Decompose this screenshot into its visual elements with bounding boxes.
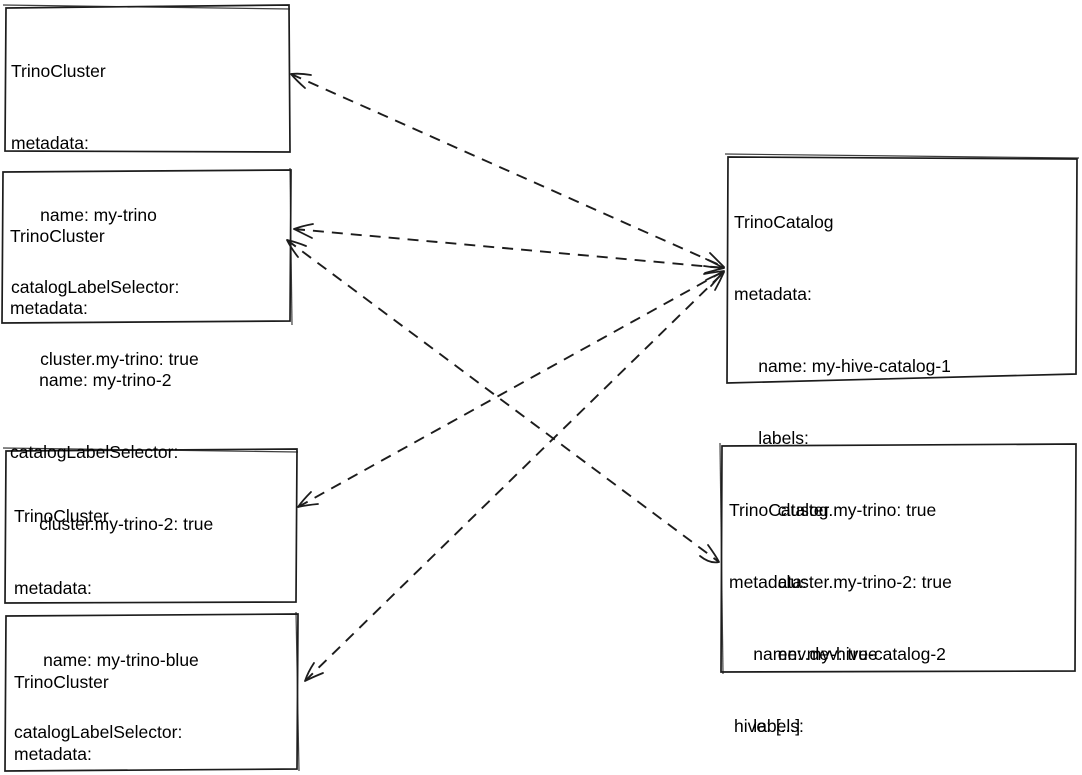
yaml-line: name: my-hive-catalog-1 xyxy=(734,356,951,376)
box-border-trino-catalog-my-hive-catalog-1 xyxy=(726,156,1078,384)
yaml-line: cluster.my-trino-2: true xyxy=(734,572,952,592)
arrowhead xyxy=(705,271,725,291)
yaml-line: TrinoCatalog xyxy=(729,500,829,520)
yaml-line: catalogLabelSelector: xyxy=(10,442,179,462)
box-border-2nd-stroke xyxy=(719,442,724,675)
yaml-line: name: my-trino-2 xyxy=(10,370,172,390)
edge-my-trino-2--catalog-2 xyxy=(286,239,720,563)
yaml-line: env.dev: true xyxy=(734,644,878,664)
yaml-line: metadata: xyxy=(734,284,812,304)
node-trino-cluster-my-trino-green: TrinoCluster metadata: name: my-trino-gr… xyxy=(14,622,210,775)
box-border-trino-cluster-my-trino-blue xyxy=(4,448,298,604)
edge-my-trino-green--catalog-1 xyxy=(304,271,725,682)
yaml-line: metadata: xyxy=(14,744,92,764)
yaml-line: cluster.my-trino: true xyxy=(11,349,199,369)
yaml-line: TrinoCluster xyxy=(14,506,109,526)
node-trino-cluster-my-trino: TrinoCluster metadata: name: my-trino ca… xyxy=(11,11,199,419)
node-trino-catalog-my-hive-catalog-2: TrinoCatalog metadata: name: my-hive-cat… xyxy=(729,450,947,775)
yaml-line: metadata: xyxy=(14,578,92,598)
yaml-line: cluster.my-trino-2: true xyxy=(10,514,214,534)
arrowhead xyxy=(293,223,314,239)
arrowhead xyxy=(304,662,324,682)
arrowhead xyxy=(699,544,720,564)
yaml-line: catalogLabelSelector: xyxy=(11,277,180,297)
box-border-2nd-stroke xyxy=(2,447,299,453)
yaml-line: TrinoCatalog xyxy=(734,212,834,232)
yaml-line: labels: xyxy=(734,428,809,448)
arrowhead xyxy=(290,72,312,89)
yaml-line: TrinoCluster xyxy=(11,61,106,81)
yaml-line: labels: xyxy=(729,716,804,736)
box-border-2nd-stroke xyxy=(295,611,300,772)
yaml-line: name: my-trino xyxy=(11,205,157,225)
edge-my-trino--catalog-1 xyxy=(290,73,725,268)
yaml-line: hive: [...] xyxy=(734,716,801,736)
yaml-line: TrinoCluster xyxy=(10,226,105,246)
yaml-line: metadata: xyxy=(10,298,88,318)
yaml-line: metadata: xyxy=(11,133,89,153)
yaml-line: catalogLabelSelector: xyxy=(14,722,183,742)
yaml-line: name: my-hive-catalog-2 xyxy=(729,644,946,664)
yaml-line: TrinoCluster xyxy=(14,672,109,692)
box-border-trino-catalog-my-hive-catalog-2 xyxy=(720,443,1077,673)
node-trino-catalog-my-hive-catalog-1: TrinoCatalog metadata: name: my-hive-cat… xyxy=(734,162,952,775)
box-border-trino-cluster-my-trino-green xyxy=(4,613,299,772)
yaml-line: metadata: xyxy=(729,572,807,592)
box-border-2nd-stroke xyxy=(724,153,1080,159)
yaml-line: name: my-trino-blue xyxy=(14,650,199,670)
node-trino-cluster-my-trino-2: TrinoCluster metadata: name: my-trino-2 … xyxy=(10,176,213,584)
arrowhead xyxy=(297,491,319,508)
arrowhead xyxy=(704,258,725,274)
arrowhead xyxy=(286,239,307,258)
edge-my-trino-blue--catalog-1 xyxy=(297,270,725,508)
box-border-trino-cluster-my-trino xyxy=(4,4,291,153)
box-border-trino-cluster-my-trino-2 xyxy=(1,169,292,324)
yaml-line: cluster.my-trino: true xyxy=(734,500,937,520)
box-border-2nd-stroke xyxy=(2,4,291,10)
node-trino-cluster-my-trino-blue: TrinoCluster metadata: name: my-trino-bl… xyxy=(14,456,202,775)
edge-my-trino-2--catalog-1 xyxy=(293,228,725,269)
